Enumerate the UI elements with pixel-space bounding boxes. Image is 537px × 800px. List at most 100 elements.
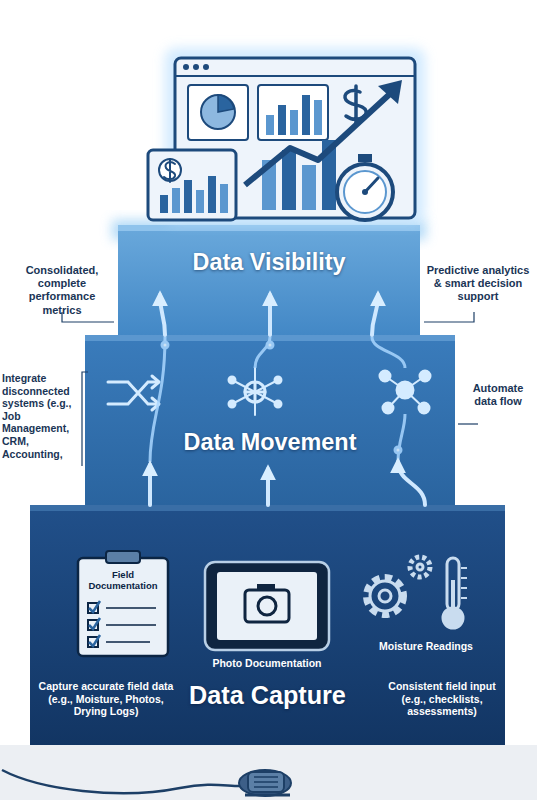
clipboard-icon-part [78, 558, 168, 656]
air-mover-illustration-part [2, 770, 240, 793]
tablet-camera-icon-part [257, 584, 275, 591]
gear-thermometer-icon-part [461, 568, 467, 598]
tier-description: Capture accurate field data (e.g., Moist… [38, 680, 174, 718]
dashboard-illustration-part [183, 64, 189, 70]
tier-shapes-part [85, 335, 455, 505]
dashboard-illustration-part [159, 159, 181, 181]
air-mover-illustration-part [248, 772, 284, 792]
gear-thermometer-icon-part [410, 557, 430, 577]
movement-icons-part [229, 401, 235, 407]
tier-title: Data Visibility [118, 249, 420, 276]
dashboard-illustration-part [358, 154, 372, 162]
dashboard-illustration-part [266, 115, 274, 135]
gear-thermometer-icon-part [379, 590, 391, 602]
side-note: Integrate disconnected systems (e.g., Jo… [2, 372, 80, 460]
flow-lines-part [162, 342, 168, 348]
leader-lines-part [82, 372, 88, 466]
dashboard-illustration-part [378, 80, 402, 104]
movement-icons-part [275, 401, 281, 407]
floor-part [0, 745, 537, 800]
dashboard-illustration-part [188, 85, 248, 140]
movement-icons-part [383, 403, 393, 413]
dashboard-illustration-part [258, 85, 328, 140]
movement-icons-part [275, 377, 281, 383]
dashboard-illustration-part [184, 180, 192, 213]
movement-icons-part [232, 368, 278, 415]
gear-thermometer-icon-part [417, 564, 423, 570]
movement-icons-part [229, 377, 235, 383]
side-note: Automate data flow [462, 382, 534, 408]
dashboard-illustration-part [203, 64, 209, 70]
clipboard-icon-part-part [106, 608, 156, 642]
movement-icons-part [380, 371, 390, 381]
gear-thermometer-icon-part [451, 580, 455, 612]
dashboard-illustration-part [278, 105, 286, 135]
leader-lines-part [458, 423, 478, 424]
flow-arrow [268, 295, 272, 335]
dashboard-illustration-part [302, 95, 310, 135]
side-note: Consolidated, complete performance metri… [8, 264, 116, 317]
dashboard-illustration-part [160, 195, 168, 213]
leader-lines-part [424, 312, 474, 322]
movement-icons-part [419, 403, 429, 413]
dashboard-illustration-part [282, 150, 296, 210]
dashboard-illustration-part [193, 64, 199, 70]
dashboard-illustration-part [148, 150, 236, 220]
air-mover-illustration-part [254, 777, 278, 787]
tier-shapes-part [30, 505, 505, 745]
clipboard-icon [78, 551, 168, 656]
clipboard-icon-part-part [89, 601, 100, 646]
dashboard-illustration-part [302, 165, 316, 210]
tier-description: Consistent field input (e.g., checklists… [384, 680, 500, 718]
dashboard-illustration-part [201, 95, 235, 129]
flow-arrow [372, 295, 378, 335]
gear-thermometer-icon [367, 557, 467, 628]
icon-caption: Field Documentation [84, 569, 162, 592]
movement-tier: Data Movement [85, 335, 455, 505]
tier-shapes [30, 220, 505, 745]
clipboard-icon-part [88, 601, 156, 647]
flow-arrow [266, 469, 270, 505]
flow-arrow [160, 295, 165, 335]
dashboard-illustration-part [175, 58, 415, 218]
dashboard-illustration-part [196, 190, 204, 213]
air-mover-illustration-part [245, 794, 290, 797]
dashboard-illustration [148, 48, 425, 223]
dashboard-illustration-part [175, 75, 415, 77]
dashboard-illustration-part [218, 95, 234, 112]
flow-lines-part [267, 342, 273, 348]
tier-title: Data Movement [85, 429, 455, 456]
clipboard-icon-part [106, 551, 140, 563]
dashboard-illustration-part [172, 188, 180, 213]
flow-lines-part [395, 447, 401, 453]
flow-arrow [398, 462, 425, 505]
gear-thermometer-icon-part [370, 581, 400, 611]
tier-shapes-part [118, 225, 420, 335]
dashboard-illustration-part [314, 100, 322, 135]
icon-caption: Photo Documentation [200, 657, 334, 670]
flow-arrow [148, 465, 152, 505]
air-mover-illustration-part [239, 770, 291, 796]
movement-icons-part [108, 382, 158, 404]
tablet-camera-icon [205, 562, 329, 650]
visibility-tier: Data Visibility [118, 225, 420, 335]
floor [0, 745, 537, 800]
gear-thermometer-icon-part [367, 578, 403, 614]
flow-lines-part [398, 414, 405, 462]
dashboard-illustration-part [344, 171, 386, 213]
dashboard-illustration-part [290, 110, 298, 135]
dashboard-illustration-part [165, 48, 425, 223]
flow-lines-part [372, 337, 405, 368]
dashboard-illustration-part [362, 189, 368, 195]
dashboard-illustration-part [337, 164, 393, 220]
tablet-camera-icon-part [217, 572, 317, 640]
air-mover-illustration [2, 770, 291, 796]
flow-lines-part [150, 337, 165, 462]
tier-shapes-part [118, 225, 420, 231]
dashboard-illustration-part [164, 159, 175, 182]
dashboard-illustration-part [220, 184, 228, 213]
tablet-camera-icon-part [205, 562, 329, 650]
tablet-camera-icon-part [245, 590, 289, 622]
icon-caption: Moisture Readings [376, 640, 476, 653]
